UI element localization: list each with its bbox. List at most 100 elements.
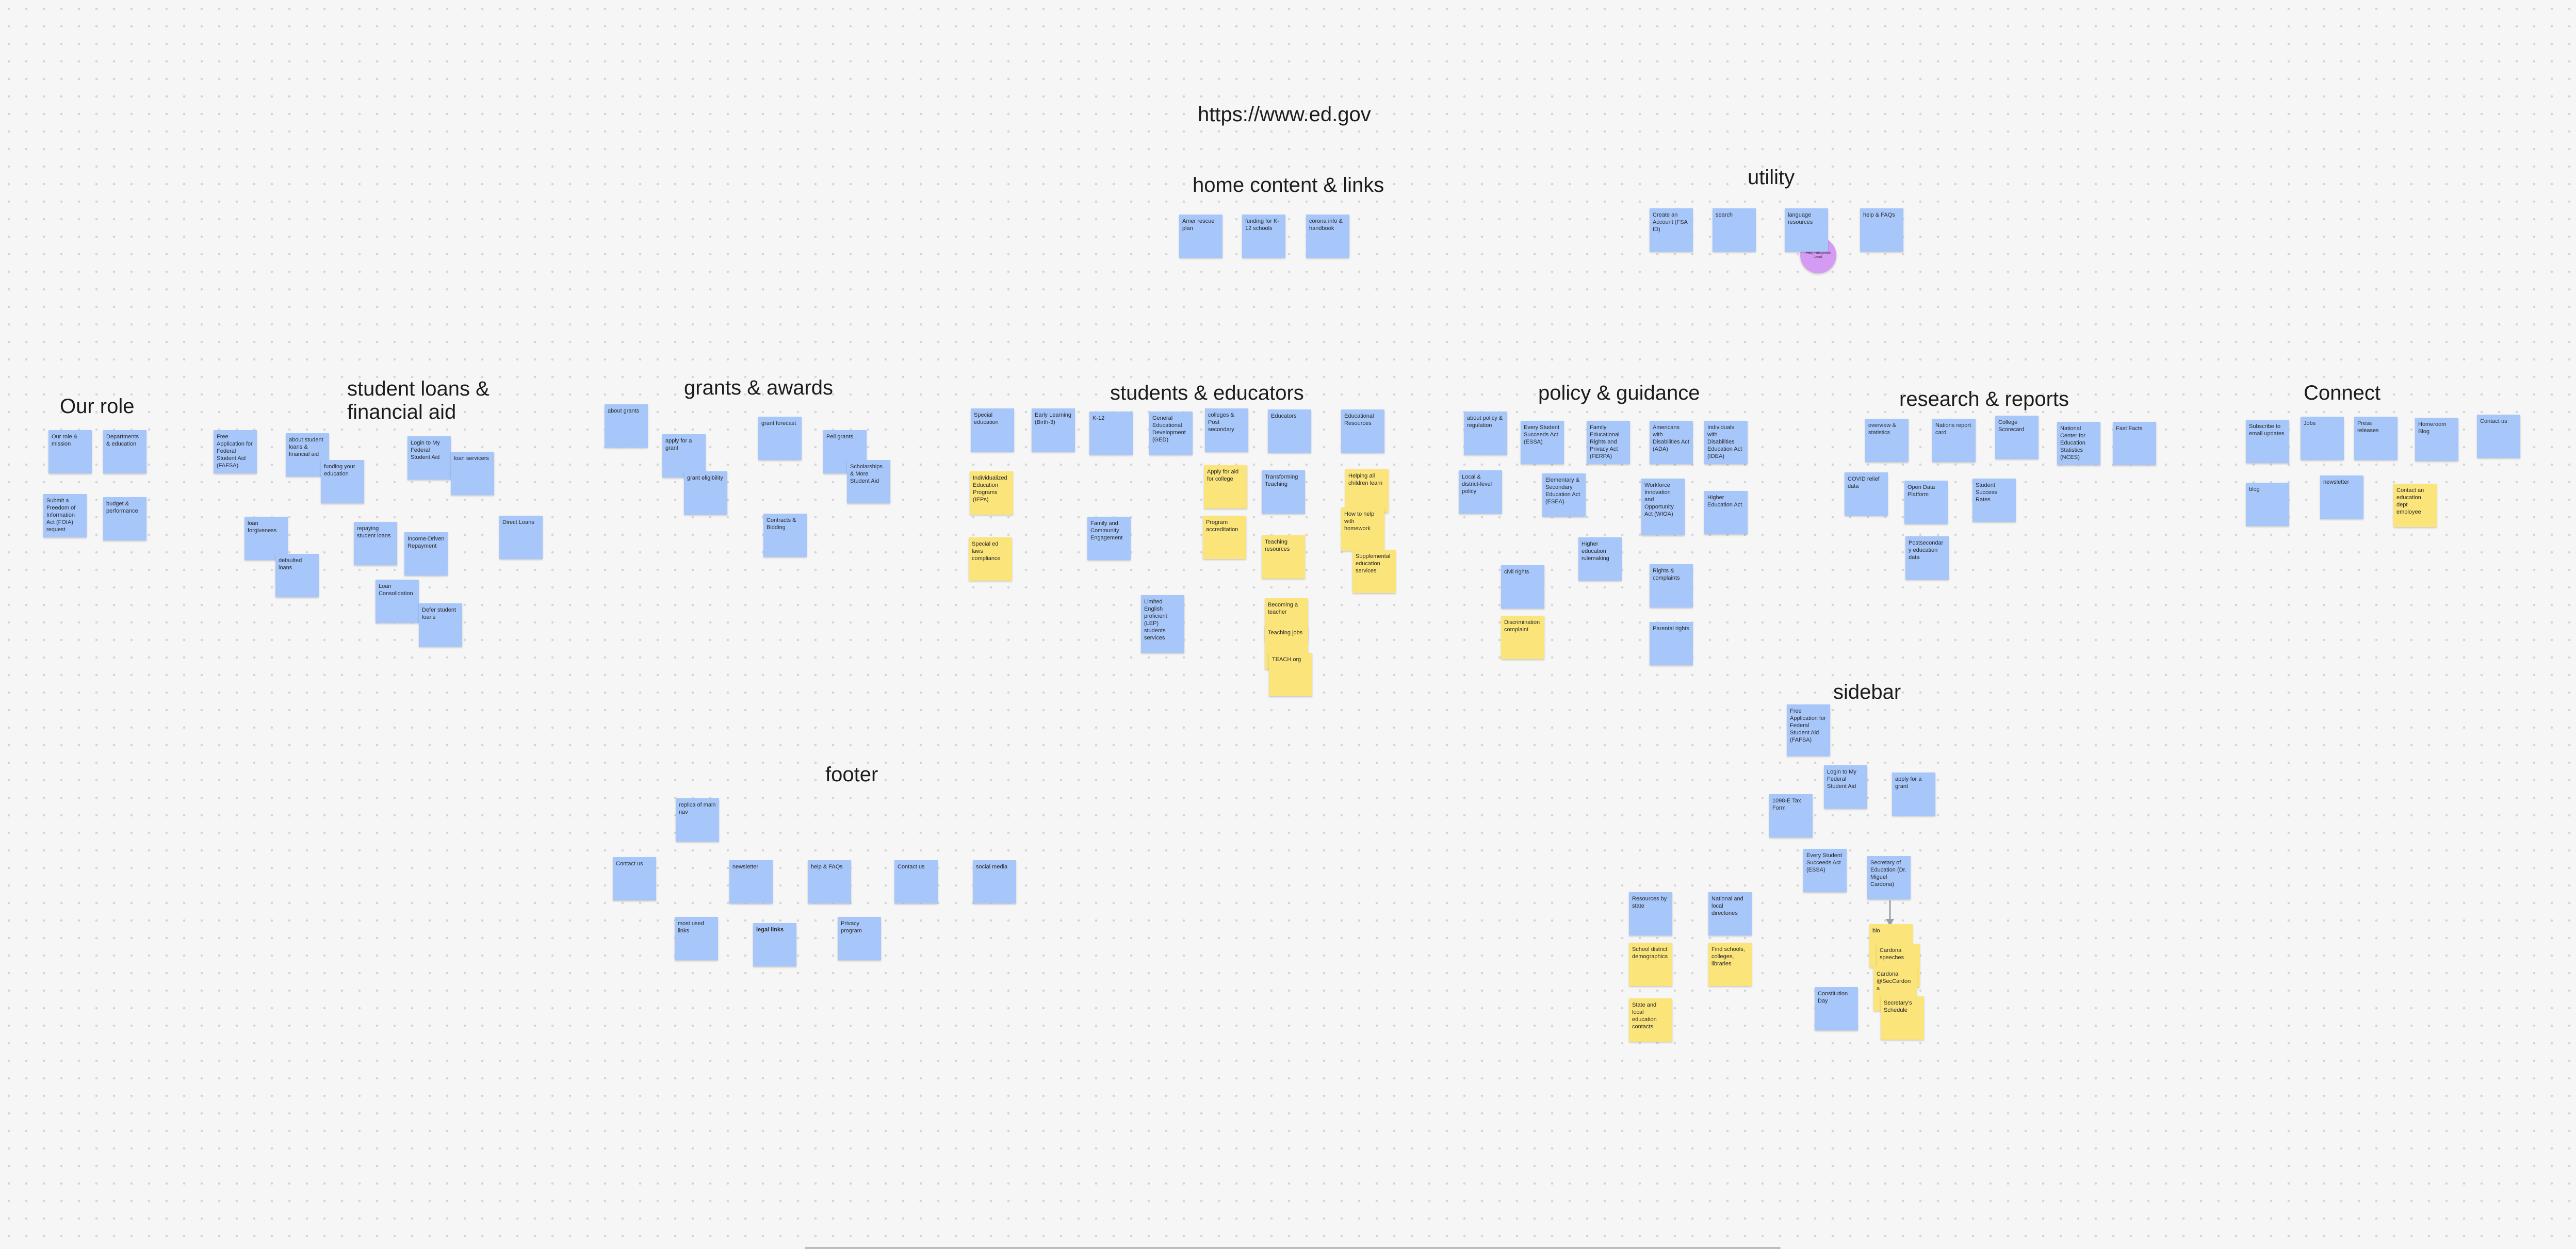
sticky-note-l10[interactable]: defaulted loans	[275, 554, 319, 597]
sticky-note-h2[interactable]: funding for K-12 schools	[1242, 215, 1285, 258]
sticky-note-sb15[interactable]: Secretary's Schedule	[1881, 996, 1924, 1040]
sticky-note-f6[interactable]: social media	[973, 860, 1016, 903]
sticky-note-sb16[interactable]: State and local education contacts	[1629, 998, 1672, 1042]
sticky-note-h3[interactable]: corona info & handbook	[1306, 215, 1349, 258]
sticky-note-l9[interactable]: Direct Loans	[499, 516, 543, 559]
sticky-note-sb11[interactable]: School district demographics	[1629, 943, 1672, 986]
sticky-note-c7[interactable]: newsletter	[2320, 475, 2363, 519]
sticky-note-u4[interactable]: help & FAQs	[1860, 208, 1903, 252]
sticky-note-l8[interactable]: Income-Driven Repayment	[404, 532, 448, 576]
sticky-note-s5[interactable]: colleges & Post secondary	[1205, 408, 1248, 452]
sticky-note-s11[interactable]: Helping all children learn	[1345, 469, 1389, 513]
sticky-note-rr8[interactable]: Student Success Rates	[1972, 479, 2016, 522]
sticky-note-p12[interactable]: Rights & complaints	[1650, 564, 1693, 607]
sticky-note-s4[interactable]: General Educational Development (GED)	[1149, 412, 1193, 455]
sticky-note-p9[interactable]: Higher Education Act	[1704, 491, 1748, 534]
sticky-note-l11[interactable]: Loan Consolidation	[376, 580, 419, 623]
sticky-note-f2[interactable]: Contact us	[613, 857, 656, 900]
sticky-note-g2[interactable]: apply for a grant	[662, 434, 706, 478]
sticky-note-sb14[interactable]: Constitution Day	[1815, 987, 1858, 1030]
sticky-note-rr5[interactable]: Fast Facts	[2113, 422, 2156, 465]
sticky-note-sb4[interactable]: 1098-E Tax Form	[1769, 794, 1813, 837]
sticky-note-s21[interactable]: TEACH.org	[1269, 653, 1312, 696]
sticky-note-p4[interactable]: Americans with Disabilities Act (ADA)	[1650, 421, 1693, 464]
sticky-note-g1[interactable]: about grants	[605, 404, 648, 448]
sticky-note-s10[interactable]: Transforming Teaching	[1262, 470, 1305, 514]
sticky-note-l3[interactable]: funding your education	[321, 460, 364, 503]
sticky-note-u1[interactable]: Create an Account (FSA ID)	[1650, 208, 1693, 252]
sticky-note-p13[interactable]: Discrimination complaint	[1501, 616, 1544, 659]
sticky-note-rr7[interactable]: Open Data Platform	[1904, 481, 1948, 524]
sticky-note-sb1[interactable]: Free Application for Federal Student Aid…	[1787, 704, 1830, 756]
sticky-note-c3[interactable]: Press releases	[2354, 417, 2398, 460]
sticky-note-sb6[interactable]: Secretary of Education (Dr. Miguel Cardo…	[1867, 856, 1911, 899]
sticky-note-p10[interactable]: Higher education rulemaking	[1578, 537, 1622, 581]
sticky-note-s6[interactable]: Educators	[1268, 409, 1311, 453]
sticky-note-u2[interactable]: search	[1713, 208, 1756, 252]
sticky-note-s3[interactable]: K-12	[1089, 412, 1133, 455]
sticky-note-u3[interactable]: language resources	[1785, 208, 1828, 252]
sticky-note-f7[interactable]: most used links	[675, 917, 718, 960]
sticky-note-rr9[interactable]: Postsecondary education data	[1905, 536, 1949, 580]
sticky-note-rr1[interactable]: overview & statistics	[1865, 419, 1909, 462]
sticky-note-f1[interactable]: replica of main nav	[676, 798, 719, 842]
sticky-note-s17[interactable]: Supplemental education services	[1352, 550, 1396, 593]
sticky-note-g4[interactable]: Pell grants	[823, 430, 867, 473]
sticky-note-p6[interactable]: Local & district-level policy	[1459, 470, 1502, 514]
sticky-note-l1[interactable]: Free Application for Federal Student Aid…	[214, 430, 257, 473]
sticky-note-l4[interactable]: Login to My Federal Student Aid	[407, 436, 451, 480]
sticky-note-s8[interactable]: Individualized Education Programs (IEPs)	[970, 471, 1013, 515]
sticky-note-h1[interactable]: Amer rescue plan	[1179, 215, 1222, 258]
sticky-note-s18[interactable]: Limited English proficient (LEP) student…	[1141, 595, 1184, 653]
sticky-note-r4[interactable]: budget & performance	[103, 497, 146, 540]
sticky-note-c1[interactable]: Subscribe to email updates	[2246, 420, 2289, 463]
sticky-note-s12[interactable]: How to help with homework	[1341, 507, 1384, 551]
sticky-note-f5[interactable]: Contact us	[894, 860, 938, 903]
sticky-note-c4[interactable]: Homeroom Blog	[2415, 418, 2458, 461]
sticky-note-g5[interactable]: grant eligibility	[684, 471, 727, 515]
sticky-note-s7[interactable]: Educational Resources	[1341, 409, 1384, 453]
sticky-note-f8[interactable]: legal links	[753, 923, 796, 966]
horizontal-scrollbar[interactable]	[805, 1247, 1781, 1249]
sticky-note-c8[interactable]: Contact an education dept employee	[2393, 484, 2437, 527]
sticky-note-s13[interactable]: Special ed laws compliance	[969, 537, 1012, 581]
sticky-note-r3[interactable]: Submit a Freedom of Information Act (FOI…	[43, 494, 87, 537]
sticky-note-sb2[interactable]: Login to My Federal Student Aid	[1824, 765, 1867, 809]
sticky-note-c6[interactable]: blog	[2246, 483, 2289, 526]
sticky-note-l12[interactable]: Defer student loans	[419, 603, 462, 647]
sticky-note-sb8[interactable]: National and local directories	[1708, 892, 1752, 935]
sticky-note-sb12[interactable]: Find schools, colleges, libraries	[1708, 943, 1752, 986]
sticky-note-g3[interactable]: grant forecast	[758, 417, 802, 460]
sticky-note-s15[interactable]: Program accreditation	[1203, 516, 1246, 559]
sticky-note-rr4[interactable]: National Center for Education Statistics…	[2057, 422, 2100, 465]
sticky-note-sb3[interactable]: apply for a grant	[1892, 773, 1935, 816]
sticky-note-l5[interactable]: loan servicers	[451, 452, 494, 495]
sticky-note-p11[interactable]: civil rights	[1501, 565, 1544, 609]
sticky-note-s9[interactable]: Apply for aid for college	[1204, 465, 1247, 508]
sticky-note-sb7[interactable]: Resources by state	[1629, 892, 1672, 935]
sticky-note-s14[interactable]: Family and Community Engagement	[1087, 517, 1131, 560]
sticky-note-p14[interactable]: Parental rights	[1650, 622, 1693, 665]
sticky-note-s1[interactable]: Special education	[971, 408, 1014, 452]
sticky-note-g6[interactable]: Scholarships & More Student Aid	[847, 460, 890, 503]
sticky-note-s2[interactable]: Early Learning (Birth-3)	[1032, 408, 1075, 452]
sticky-note-r2[interactable]: Departments & education	[103, 430, 146, 473]
sticky-note-f9[interactable]: Privacy program	[838, 917, 881, 960]
sticky-note-rr6[interactable]: COVID relief data	[1845, 472, 1888, 516]
sticky-note-p1[interactable]: about policy & regulation	[1464, 412, 1507, 455]
sticky-note-l6[interactable]: loan forgiveness	[244, 517, 288, 560]
sticky-note-f4[interactable]: help & FAQs	[808, 860, 851, 903]
sticky-note-p3[interactable]: Family Educational Rights and Privacy Ac…	[1587, 421, 1630, 464]
sticky-note-p8[interactable]: Workforce Innovation and Opportunity Act…	[1641, 479, 1685, 535]
sticky-note-p2[interactable]: Every Student Succeeds Act (ESSA)	[1521, 421, 1564, 464]
sticky-note-sb5[interactable]: Every Student Succeeds Act (ESSA)	[1803, 849, 1847, 892]
sticky-note-p7[interactable]: Elementary & Secondary Education Act (ES…	[1542, 473, 1586, 517]
sticky-note-s16[interactable]: Teaching resources	[1262, 535, 1305, 579]
sticky-note-c5[interactable]: Contact us	[2477, 415, 2520, 458]
sticky-note-f3[interactable]: newsletter	[729, 860, 773, 903]
sticky-note-p5[interactable]: Individuals with Disabilities Education …	[1704, 421, 1748, 464]
sticky-note-rr2[interactable]: Nations report card	[1932, 419, 1976, 462]
sticky-note-c2[interactable]: Jobs	[2301, 417, 2344, 460]
sticky-note-l7[interactable]: repaying student loans	[354, 522, 397, 565]
